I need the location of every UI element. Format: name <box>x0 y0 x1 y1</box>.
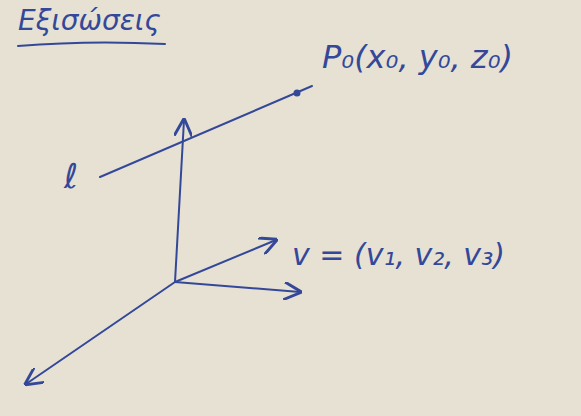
math-label: ℓ <box>62 158 80 195</box>
point-p0 <box>295 91 300 96</box>
axis-up <box>175 120 184 282</box>
vector-v <box>175 240 276 282</box>
math-label: P₀(x₀, y₀, z₀) <box>320 40 515 75</box>
math-label: v = (v₁, v₂, v₃) <box>290 238 507 271</box>
title-underline <box>18 42 165 46</box>
title: Εξισώσεις <box>16 6 163 37</box>
axis-down-left <box>26 282 175 384</box>
line-l <box>100 86 312 177</box>
axis-right <box>175 282 300 292</box>
